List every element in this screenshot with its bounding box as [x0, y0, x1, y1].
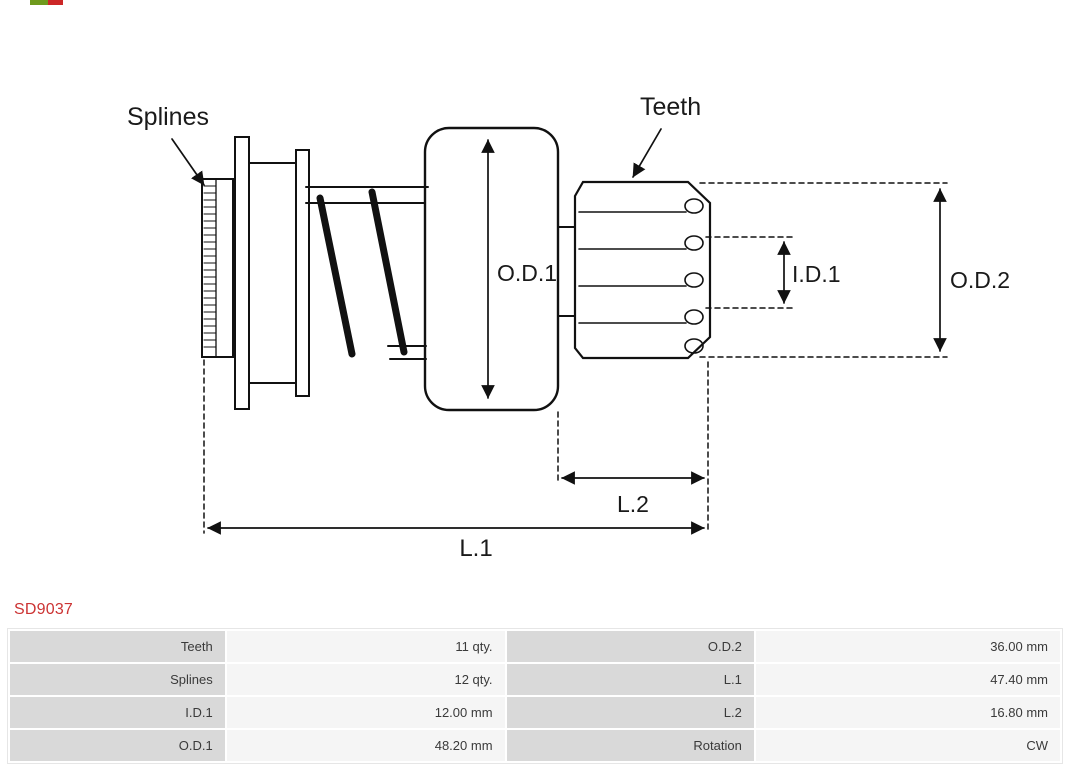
spec-value: 12.00 mm	[224, 695, 507, 730]
splines-leader	[171, 138, 205, 186]
spec-table: Teeth 11 qty. O.D.2 36.00 mm Splines 12 …	[7, 628, 1063, 764]
l2-label: L.2	[617, 491, 649, 517]
spec-label: Teeth	[8, 629, 227, 664]
spec-value: CW	[753, 728, 1063, 763]
spec-label: Rotation	[504, 728, 756, 763]
leader-arrows	[171, 128, 662, 186]
logo-fragment	[30, 0, 63, 5]
spec-value: 48.20 mm	[224, 728, 507, 763]
od1-label: O.D.1	[497, 260, 557, 286]
splined-shaft	[201, 178, 234, 358]
spring	[305, 186, 429, 360]
splines-label: Splines	[127, 103, 209, 131]
spec-label: I.D.1	[8, 695, 227, 730]
od2-label: O.D.2	[950, 267, 1010, 293]
spec-value: 11 qty.	[224, 629, 507, 664]
l1-label: L.1	[459, 535, 492, 562]
spec-label: L.2	[504, 695, 756, 730]
spec-value: 12 qty.	[224, 662, 507, 697]
table-row: O.D.1 48.20 mm Rotation CW	[8, 728, 1063, 763]
table-row: Teeth 11 qty. O.D.2 36.00 mm	[8, 629, 1063, 664]
teeth-label: Teeth	[640, 93, 701, 121]
teeth-leader	[632, 128, 662, 178]
spec-value: 36.00 mm	[753, 629, 1063, 664]
spec-value: 47.40 mm	[753, 662, 1063, 697]
spec-label: L.1	[504, 662, 756, 697]
dimension-lines	[207, 139, 947, 535]
starter-drive-diagram: Splines Teeth O.D.1 I.D.1 O.D.2 L.2 L.1	[127, 93, 1010, 562]
spec-label: O.D.2	[504, 629, 756, 664]
pinion-gear	[573, 180, 712, 360]
table-row: Splines 12 qty. L.1 47.40 mm	[8, 662, 1063, 697]
spec-label: O.D.1	[8, 728, 227, 763]
flange-collar	[234, 136, 310, 410]
clutch-body	[423, 126, 576, 412]
id1-label: I.D.1	[792, 261, 841, 287]
part-number: SD9037	[14, 601, 74, 618]
spec-label: Splines	[8, 662, 227, 697]
table-row: I.D.1 12.00 mm L.2 16.80 mm	[8, 695, 1063, 730]
spec-value: 16.80 mm	[753, 695, 1063, 730]
extension-lines	[203, 182, 948, 534]
